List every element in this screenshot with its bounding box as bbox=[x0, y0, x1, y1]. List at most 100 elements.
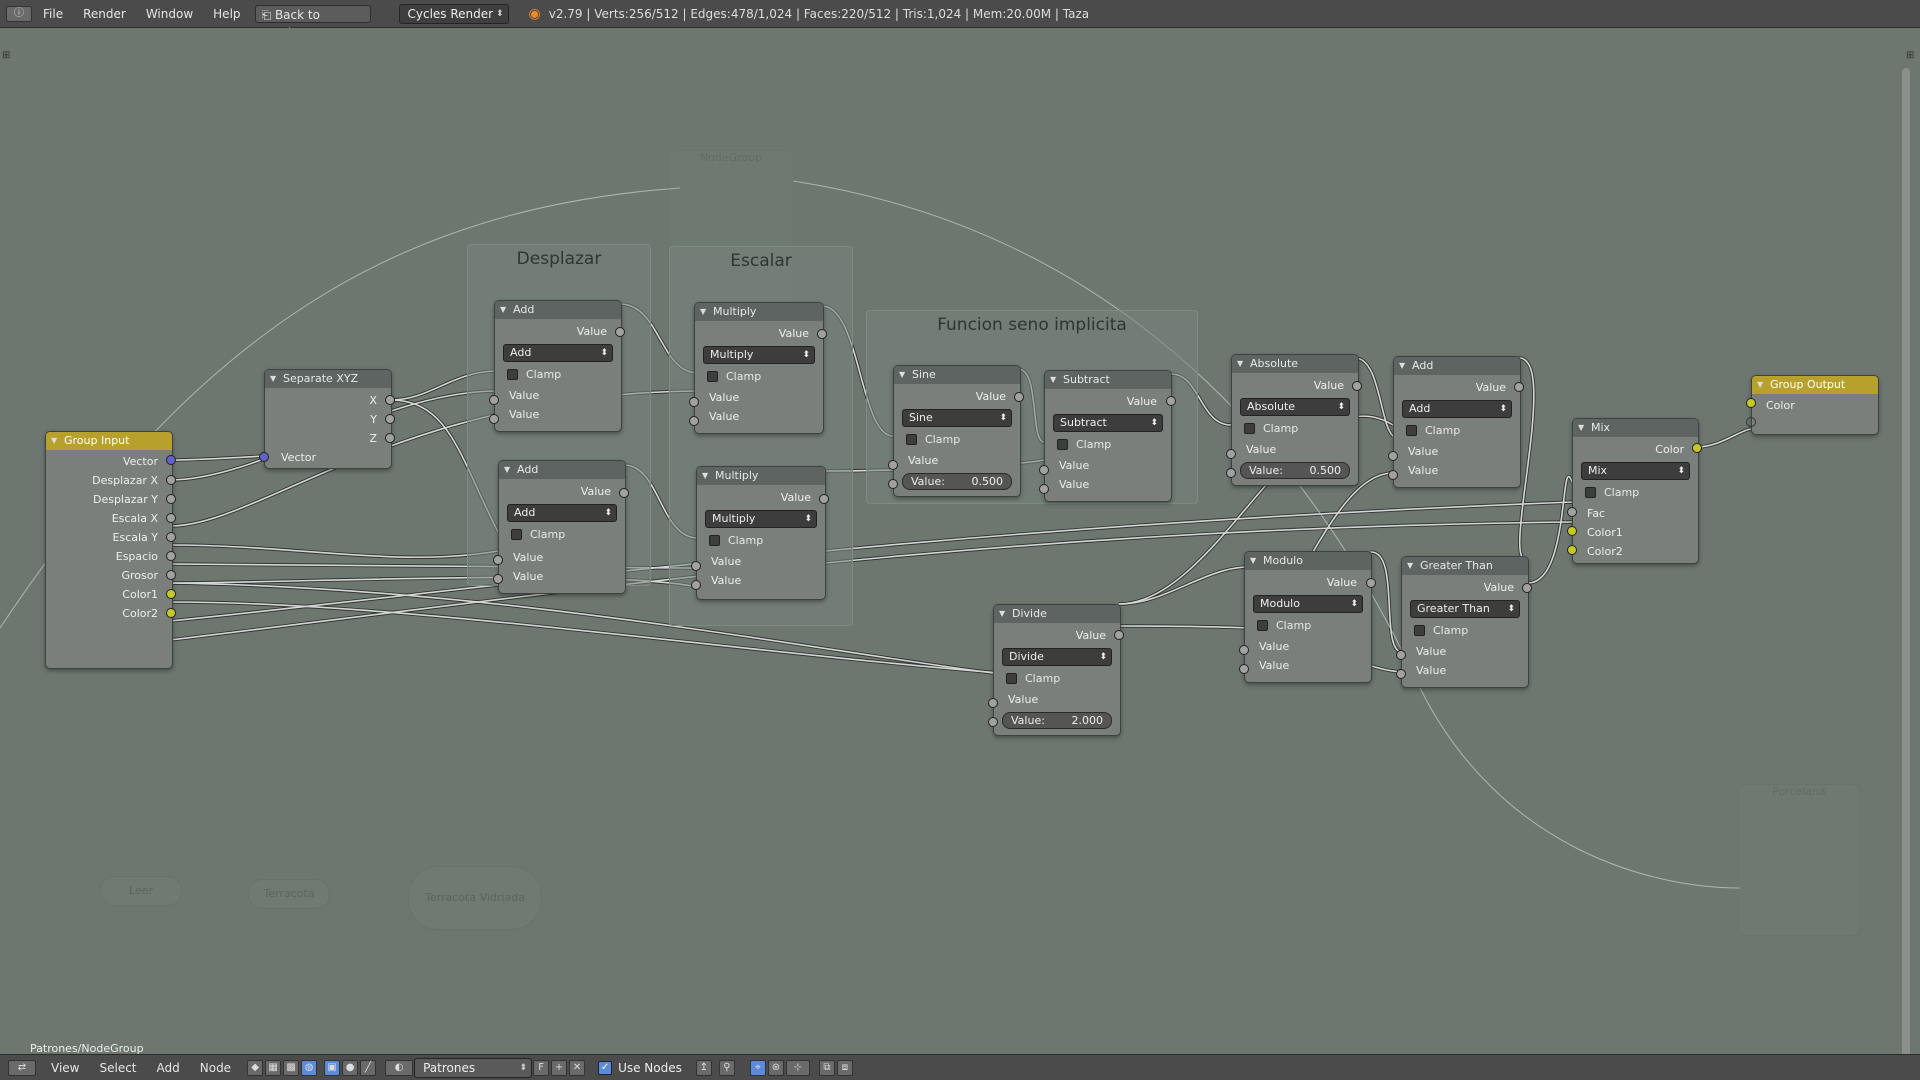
value-field[interactable]: Value:0.500 bbox=[902, 473, 1012, 490]
clamp-checkbox[interactable]: Clamp bbox=[1245, 616, 1371, 635]
operation-select[interactable]: Add bbox=[507, 504, 617, 522]
socket-group-output-color[interactable] bbox=[1746, 398, 1756, 408]
clamp-checkbox[interactable]: Clamp bbox=[894, 430, 1020, 449]
material-icon[interactable]: ◐ bbox=[385, 1059, 414, 1076]
socket-divide-in2[interactable] bbox=[988, 717, 998, 727]
menu-render[interactable]: Render bbox=[83, 6, 126, 21]
object-icon[interactable]: ▣ bbox=[324, 1059, 341, 1076]
socket-modulo-out[interactable] bbox=[1366, 578, 1376, 588]
menu-file[interactable]: File bbox=[43, 6, 64, 21]
socket-mix-fac[interactable] bbox=[1567, 507, 1577, 517]
info-editor-icon[interactable]: ⓘ bbox=[6, 5, 32, 22]
divide-node[interactable]: Divide Value Divide Clamp Value Value:2.… bbox=[993, 604, 1121, 736]
socket-add3-out[interactable] bbox=[1514, 382, 1524, 392]
socket-group-output-empty[interactable] bbox=[1746, 417, 1756, 427]
socket-espacio-out[interactable] bbox=[166, 551, 176, 561]
socket-color1-out[interactable] bbox=[166, 589, 176, 599]
socket-mix-color2[interactable] bbox=[1567, 545, 1577, 555]
socket-mul2-in1[interactable] bbox=[691, 561, 701, 571]
socket-vector-out[interactable] bbox=[166, 455, 176, 465]
socket-add1-in1[interactable] bbox=[489, 395, 499, 405]
region-toggle-right-icon[interactable]: ⊞ bbox=[1906, 50, 1915, 61]
clamp-checkbox[interactable]: Clamp bbox=[499, 525, 625, 544]
paste-nodes-icon[interactable]: ⧈ bbox=[836, 1059, 853, 1076]
socket-escala-x-out[interactable] bbox=[166, 513, 176, 523]
greater-than-node[interactable]: Greater Than Value Greater Than Clamp Va… bbox=[1401, 556, 1529, 688]
socket-greater-in1[interactable] bbox=[1396, 650, 1406, 660]
socket-absolute-in2[interactable] bbox=[1226, 468, 1236, 478]
menu-help[interactable]: Help bbox=[213, 6, 241, 21]
socket-absolute-in1[interactable] bbox=[1226, 449, 1236, 459]
socket-add1-out[interactable] bbox=[615, 327, 625, 337]
operation-select[interactable]: Greater Than bbox=[1410, 600, 1520, 618]
socket-modulo-in2[interactable] bbox=[1239, 664, 1249, 674]
clamp-checkbox[interactable]: Clamp bbox=[1573, 483, 1698, 502]
socket-escala-y-out[interactable] bbox=[166, 532, 176, 542]
socket-subtract-in2[interactable] bbox=[1039, 484, 1049, 494]
menu-select[interactable]: Select bbox=[99, 1060, 137, 1075]
socket-divide-out[interactable] bbox=[1114, 630, 1124, 640]
clamp-checkbox[interactable]: Clamp bbox=[1045, 435, 1171, 454]
operation-select[interactable]: Subtract bbox=[1053, 414, 1163, 432]
use-nodes-checkbox[interactable]: ✓ bbox=[598, 1060, 613, 1075]
value-field[interactable]: Value:2.000 bbox=[1002, 712, 1112, 729]
modulo-node[interactable]: Modulo Value Modulo Clamp Value Value bbox=[1244, 551, 1372, 683]
socket-subtract-in1[interactable] bbox=[1039, 465, 1049, 475]
sine-node[interactable]: Sine Value Sine Clamp Value Value:0.500 bbox=[893, 365, 1021, 497]
socket-sine-in1[interactable] bbox=[888, 460, 898, 470]
socket-sine-out[interactable] bbox=[1014, 392, 1024, 402]
socket-subtract-out[interactable] bbox=[1166, 396, 1176, 406]
add-node-2[interactable]: Add Value Add Clamp Value Value bbox=[498, 460, 626, 594]
operation-select[interactable]: Absolute bbox=[1240, 398, 1350, 416]
clamp-checkbox[interactable]: Clamp bbox=[1394, 421, 1520, 440]
multiply-node-2[interactable]: Multiply Value Multiply Clamp Value Valu… bbox=[696, 466, 826, 600]
unlink-material-icon[interactable]: ✕ bbox=[569, 1059, 586, 1076]
socket-mul1-in2[interactable] bbox=[689, 416, 699, 426]
line-style-icon[interactable]: ╱ bbox=[360, 1059, 377, 1076]
back-to-previous-button[interactable]: ⎗ Back to Previous bbox=[254, 4, 371, 40]
socket-desplazar-y-out[interactable] bbox=[166, 494, 176, 504]
clamp-checkbox[interactable]: Clamp bbox=[1402, 621, 1528, 640]
socket-mul2-out[interactable] bbox=[819, 494, 829, 504]
vertical-scrollbar[interactable] bbox=[1902, 68, 1910, 1054]
socket-color2-out[interactable] bbox=[166, 608, 176, 618]
operation-select[interactable]: Multiply bbox=[705, 510, 817, 528]
multiply-node-1[interactable]: Multiply Value Multiply Clamp Value Valu… bbox=[694, 302, 824, 434]
menu-node[interactable]: Node bbox=[199, 1060, 232, 1075]
copy-nodes-icon[interactable]: ⧉ bbox=[818, 1059, 835, 1076]
socket-grosor-out[interactable] bbox=[166, 570, 176, 580]
socket-absolute-out[interactable] bbox=[1352, 381, 1362, 391]
menu-window[interactable]: Window bbox=[145, 6, 194, 21]
socket-modulo-in1[interactable] bbox=[1239, 645, 1249, 655]
absolute-node[interactable]: Absolute Value Absolute Clamp Value Valu… bbox=[1231, 354, 1359, 486]
socket-add2-in2[interactable] bbox=[493, 574, 503, 584]
clamp-checkbox[interactable]: Clamp bbox=[697, 531, 825, 550]
world-shader-icon[interactable]: ● bbox=[342, 1059, 359, 1076]
clamp-checkbox[interactable]: Clamp bbox=[994, 669, 1120, 688]
socket-greater-in2[interactable] bbox=[1396, 669, 1406, 679]
snap-target-icon[interactable]: ⊹ bbox=[785, 1059, 810, 1076]
group-output-node[interactable]: Group Output Color bbox=[1751, 375, 1879, 435]
socket-sine-in2[interactable] bbox=[888, 479, 898, 489]
operation-select[interactable]: Multiply bbox=[703, 346, 815, 364]
socket-mul1-out[interactable] bbox=[817, 329, 827, 339]
socket-add1-in2[interactable] bbox=[489, 414, 499, 424]
go-parent-icon[interactable]: ↥ bbox=[695, 1059, 712, 1076]
operation-select[interactable]: Modulo bbox=[1253, 595, 1363, 613]
clamp-checkbox[interactable]: Clamp bbox=[695, 367, 823, 386]
material-name-field[interactable]: Patrones bbox=[414, 1057, 533, 1078]
snap-element-icon[interactable]: ⊛ bbox=[767, 1059, 784, 1076]
add-material-icon[interactable]: + bbox=[551, 1059, 568, 1076]
fake-user-button[interactable]: F bbox=[533, 1059, 550, 1076]
separate-xyz-node[interactable]: Separate XYZ X Y Z Vector bbox=[264, 369, 392, 469]
mix-node[interactable]: Mix Color Mix Clamp Fac Color1 Color2 bbox=[1572, 418, 1699, 564]
node-editor-canvas[interactable]: NodeGroup Porcelana Leer Terracota Terra… bbox=[0, 28, 1920, 1054]
value-field[interactable]: Value:0.500 bbox=[1240, 462, 1350, 479]
clamp-checkbox[interactable]: Clamp bbox=[495, 365, 621, 384]
add-node-1[interactable]: Add Value Add Clamp Value Value bbox=[494, 300, 622, 432]
clamp-checkbox[interactable]: Clamp bbox=[1232, 419, 1358, 438]
socket-desplazar-x-out[interactable] bbox=[166, 475, 176, 485]
operation-select[interactable]: Sine bbox=[902, 409, 1012, 427]
socket-mix-color1[interactable] bbox=[1567, 526, 1577, 536]
add-node-3[interactable]: Add Value Add Clamp Value Value bbox=[1393, 356, 1521, 488]
